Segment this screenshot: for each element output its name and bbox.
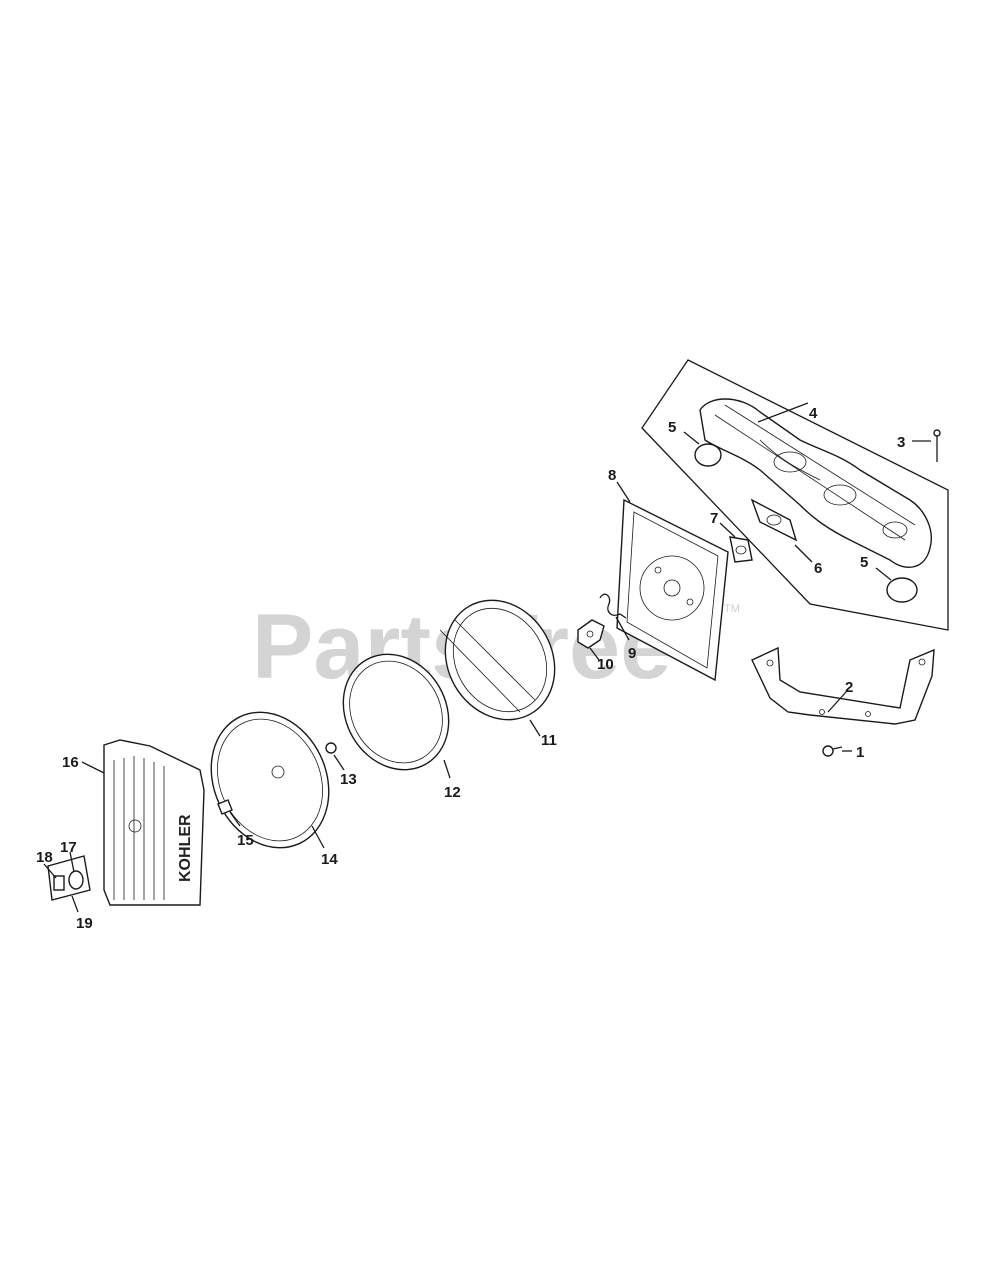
callout-6: 6 [814, 560, 822, 577]
part-13-nut[interactable] [325, 742, 337, 754]
part-15-knob[interactable] [217, 799, 233, 815]
part-7-gasket[interactable] [729, 536, 753, 563]
callout-18: 18 [36, 849, 53, 866]
part-5-gasket-lower[interactable] [886, 577, 918, 603]
callout-10: 10 [597, 656, 614, 673]
part-2-bracket[interactable] [751, 646, 935, 725]
part-3-pin[interactable] [933, 429, 941, 462]
callout-5-lower: 5 [860, 554, 868, 571]
callout-19: 19 [76, 915, 93, 932]
kohler-brand: KOHLER [177, 814, 194, 882]
callout-5-upper: 5 [668, 419, 676, 436]
part-12-foam-filter[interactable] [323, 635, 470, 789]
callout-7: 7 [710, 510, 718, 527]
callout-13: 13 [340, 771, 357, 788]
part-4-manifold[interactable] [699, 398, 932, 568]
callout-16: 16 [62, 754, 79, 771]
callout-1: 1 [856, 744, 864, 761]
part-5-gasket-upper[interactable] [694, 443, 722, 467]
watermark-trademark: TM [724, 603, 740, 615]
part-11-filter-outer[interactable] [424, 580, 576, 739]
part-1-bolt[interactable] [822, 745, 843, 757]
part-6-gasket[interactable] [750, 498, 798, 542]
part-10-bracket[interactable] [577, 619, 605, 649]
callout-9: 9 [628, 645, 636, 662]
callout-17: 17 [60, 839, 77, 856]
callout-4: 4 [809, 405, 818, 422]
part-19-cap-assembly[interactable] [47, 855, 91, 901]
part-9-clip[interactable] [599, 593, 627, 619]
callout-3: 3 [897, 434, 905, 451]
callout-12: 12 [444, 784, 461, 801]
callout-8: 8 [608, 467, 616, 484]
callout-14: 14 [321, 851, 338, 868]
part-14-cover-plate[interactable] [190, 693, 351, 867]
part-4-group-frame [641, 359, 949, 631]
callout-15: 15 [237, 832, 254, 849]
callout-11: 11 [541, 732, 557, 749]
callout-2: 2 [845, 679, 853, 696]
part-16-air-cleaner-cover[interactable]: KOHLER [103, 739, 205, 906]
part-8-base-plate[interactable] [616, 498, 729, 682]
